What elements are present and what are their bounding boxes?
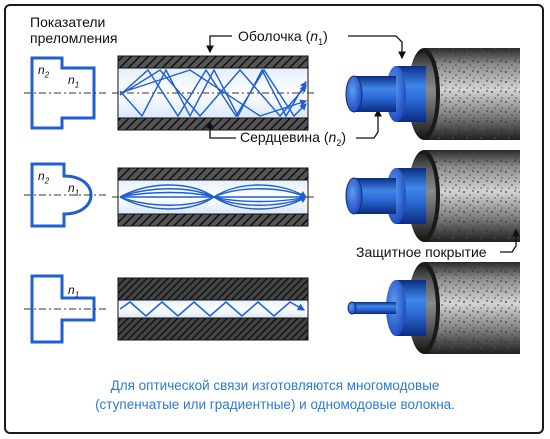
caption-line2: (ступенчатые или градиентные) и одномодо… xyxy=(95,397,455,412)
profile-step-multimode xyxy=(24,56,108,130)
cable-step-multimode xyxy=(345,48,520,140)
profile-single-mode xyxy=(24,274,108,344)
light-rays-graded xyxy=(119,184,308,210)
profiles-title-line1: Показатели xyxy=(30,14,106,30)
profiles-title-line2: преломления xyxy=(30,30,118,46)
figure-caption: Для оптической связи изготовляются много… xyxy=(20,376,530,414)
leader-core xyxy=(206,108,382,139)
fiber-graded-multimode xyxy=(112,167,316,227)
light-ray-single xyxy=(119,301,306,317)
caption-line1: Для оптической связи изготовляются много… xyxy=(110,378,440,393)
label-cladding: Оболочка (n1) xyxy=(238,28,328,47)
fiber-single-mode xyxy=(117,277,309,341)
cable-single-mode xyxy=(347,262,520,354)
profile1-n2-label: n2 xyxy=(38,63,50,80)
profile2-n2-label: n2 xyxy=(38,169,50,186)
light-rays xyxy=(119,68,308,118)
label-protective-coating: Защитное покрытие xyxy=(356,244,487,260)
cable-graded-multimode xyxy=(345,150,520,242)
fiber-step-multimode xyxy=(112,55,316,131)
profile-graded-multimode xyxy=(24,162,108,228)
leader-cladding xyxy=(206,35,406,60)
label-core: Сердцевина (n2) xyxy=(240,129,346,148)
profile1-n1-label: n1 xyxy=(68,73,80,90)
profile3-n1-label: n1 xyxy=(68,283,80,300)
leader-coating xyxy=(500,228,520,253)
profile2-n1-label: n1 xyxy=(68,181,80,198)
